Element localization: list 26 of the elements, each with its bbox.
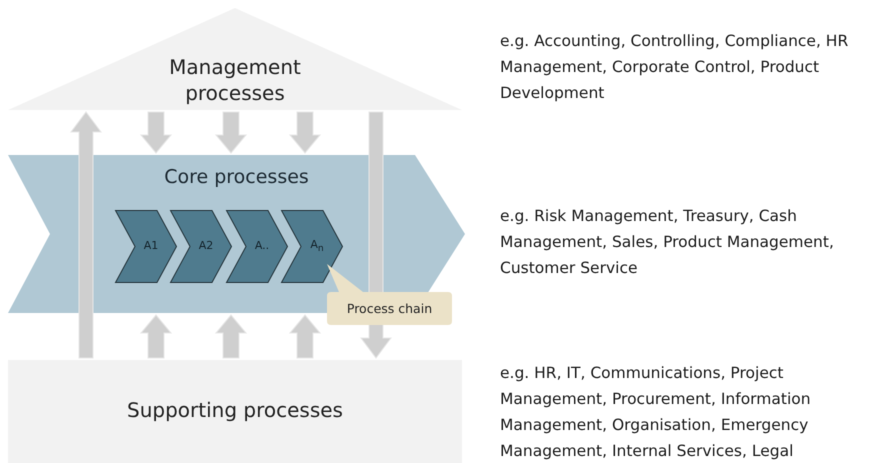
process-label: Management processes [168, 54, 302, 106]
block-arrow [140, 314, 172, 358]
process-label: A1 [144, 239, 158, 254]
block-arrow [288, 112, 322, 154]
block-arrow [214, 314, 248, 358]
process-label: Supporting processes [127, 396, 343, 422]
block-arrow [70, 111, 102, 358]
process-label: A$_{n}$ [310, 238, 324, 256]
block-arrow [288, 314, 322, 358]
support-band [8, 360, 462, 463]
block-arrow [360, 112, 392, 359]
process-label: Core processes [164, 165, 309, 190]
process-label: Process chain [346, 300, 432, 317]
process-label: A.. [254, 239, 270, 254]
block-arrow [214, 112, 248, 154]
process-step [226, 210, 288, 283]
roof-shape [8, 8, 462, 110]
process-step [170, 210, 232, 283]
example-list: e.g. HR, IT, Communications, Project Management, Procurement, Information Management, Organisation, Emergency Management, Internal Services, Legal [500, 360, 870, 463]
example-list: e.g. Accounting, Controlling, Compliance, HR Management, Corporate Control, Product Development [500, 28, 870, 106]
callout-box [327, 264, 452, 325]
process-step [281, 210, 343, 283]
process-step [115, 210, 177, 283]
process-label: A2 [198, 239, 214, 254]
example-list: e.g. Risk Management, Treasury, Cash Management, Sales, Product Management, Customer Service [500, 203, 870, 281]
block-arrow [140, 112, 172, 154]
